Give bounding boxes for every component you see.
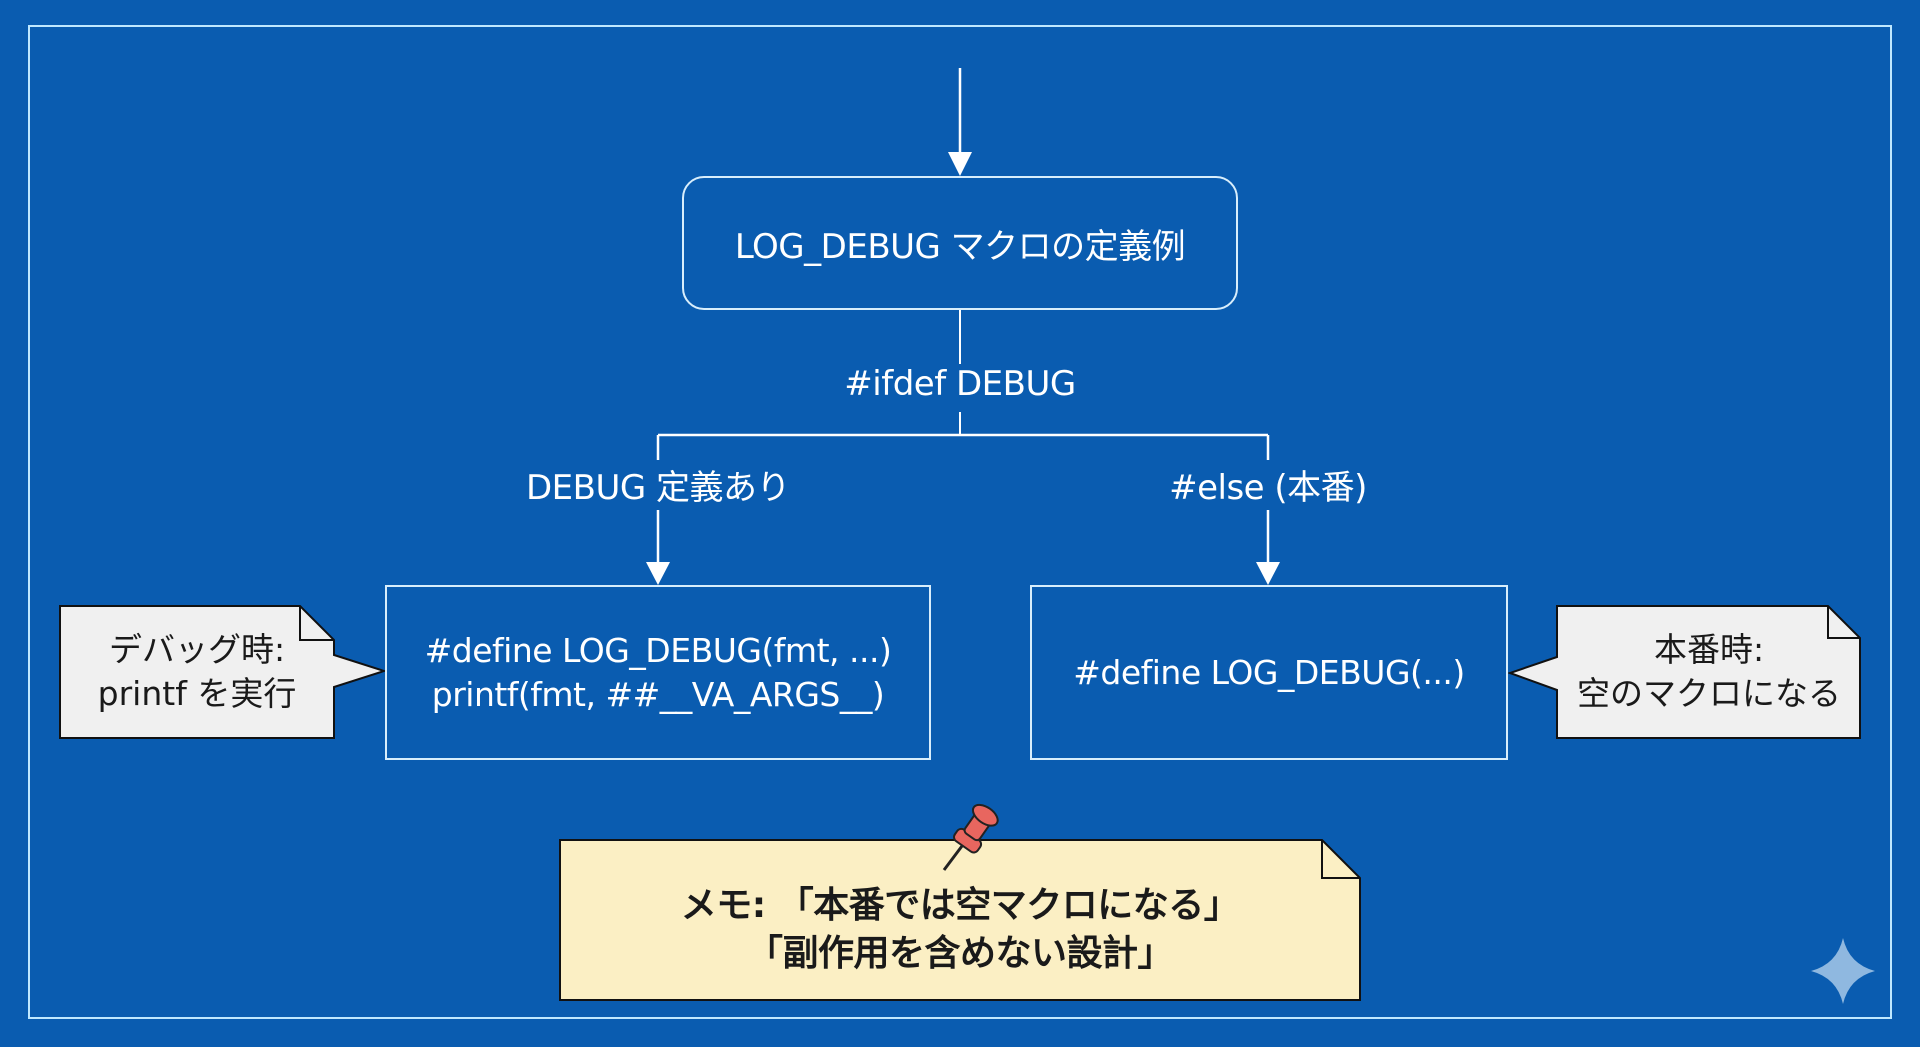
title-box-text: LOG_DEBUG マクロの定義例	[734, 226, 1186, 267]
memo-line1: メモ: 「本番では空マクロになる」	[680, 885, 1240, 926]
left-arrowhead	[646, 562, 670, 585]
left-callout-line2: printf を実行	[97, 674, 297, 713]
title-box: LOG_DEBUG マクロの定義例	[682, 176, 1238, 310]
release-define-box: #define LOG_DEBUG(...)	[1030, 585, 1508, 760]
release-define-line1: #define LOG_DEBUG(...)	[1073, 653, 1465, 692]
right-callout-line1: 本番時:	[1653, 630, 1765, 669]
right-callout-line2: 空のマクロになる	[1577, 674, 1841, 713]
left-callout: デバッグ時: printf を実行	[62, 628, 332, 716]
sparkle-icon	[1811, 938, 1875, 1004]
right-callout: 本番時: 空のマクロになる	[1559, 628, 1859, 716]
right-callout-shape	[1506, 605, 1861, 739]
diagram-frame	[28, 25, 1892, 1019]
debug-define-line1: #define LOG_DEBUG(fmt, ...)	[424, 630, 892, 670]
branch-left-label: DEBUG 定義あり	[525, 468, 791, 508]
pushpin-icon	[942, 803, 999, 871]
debug-define-line2: printf(fmt, ##__VA_ARGS__)	[431, 674, 885, 714]
memo-note-shape	[559, 839, 1361, 1001]
memo-line2: 「副作用を含めない設計」	[746, 933, 1174, 974]
left-callout-shape	[59, 605, 388, 739]
branch-right-label: #else (本番)	[1169, 468, 1367, 508]
condition-label: #ifdef DEBUG	[844, 364, 1076, 404]
right-arrowhead	[1256, 562, 1280, 585]
debug-define-box: #define LOG_DEBUG(fmt, ...) printf(fmt, …	[385, 585, 931, 760]
left-callout-line1: デバッグ時:	[108, 630, 286, 669]
memo-note: メモ: 「本番では空マクロになる」 「副作用を含めない設計」	[560, 882, 1360, 978]
entry-arrowhead	[948, 152, 972, 176]
